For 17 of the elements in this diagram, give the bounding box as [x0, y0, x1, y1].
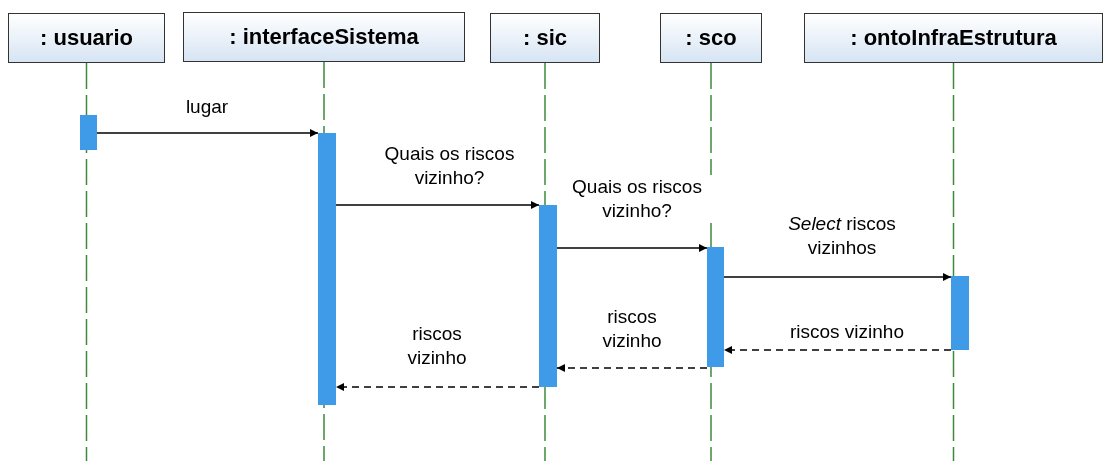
lifeline-head: : interfaceSistema — [183, 12, 465, 62]
lifeline-head: : usuario — [8, 13, 165, 63]
activation-bar — [707, 247, 724, 367]
lifeline-head: : sco — [660, 13, 762, 63]
lifeline-head: : ontoInfraEstrutura — [804, 13, 1103, 63]
lifeline-head: : sic — [490, 13, 600, 63]
message-arrow — [96, 129, 319, 137]
activation-bar — [951, 276, 969, 350]
activation-bar — [318, 133, 336, 405]
return-message-arrow — [556, 364, 708, 372]
message-arrow — [723, 273, 952, 281]
message-arrow — [556, 244, 708, 252]
return-message-arrow — [723, 346, 952, 354]
activation-bar — [539, 205, 557, 387]
return-message-arrow — [335, 383, 540, 391]
activation-bar — [80, 115, 97, 150]
message-arrow — [335, 201, 540, 209]
